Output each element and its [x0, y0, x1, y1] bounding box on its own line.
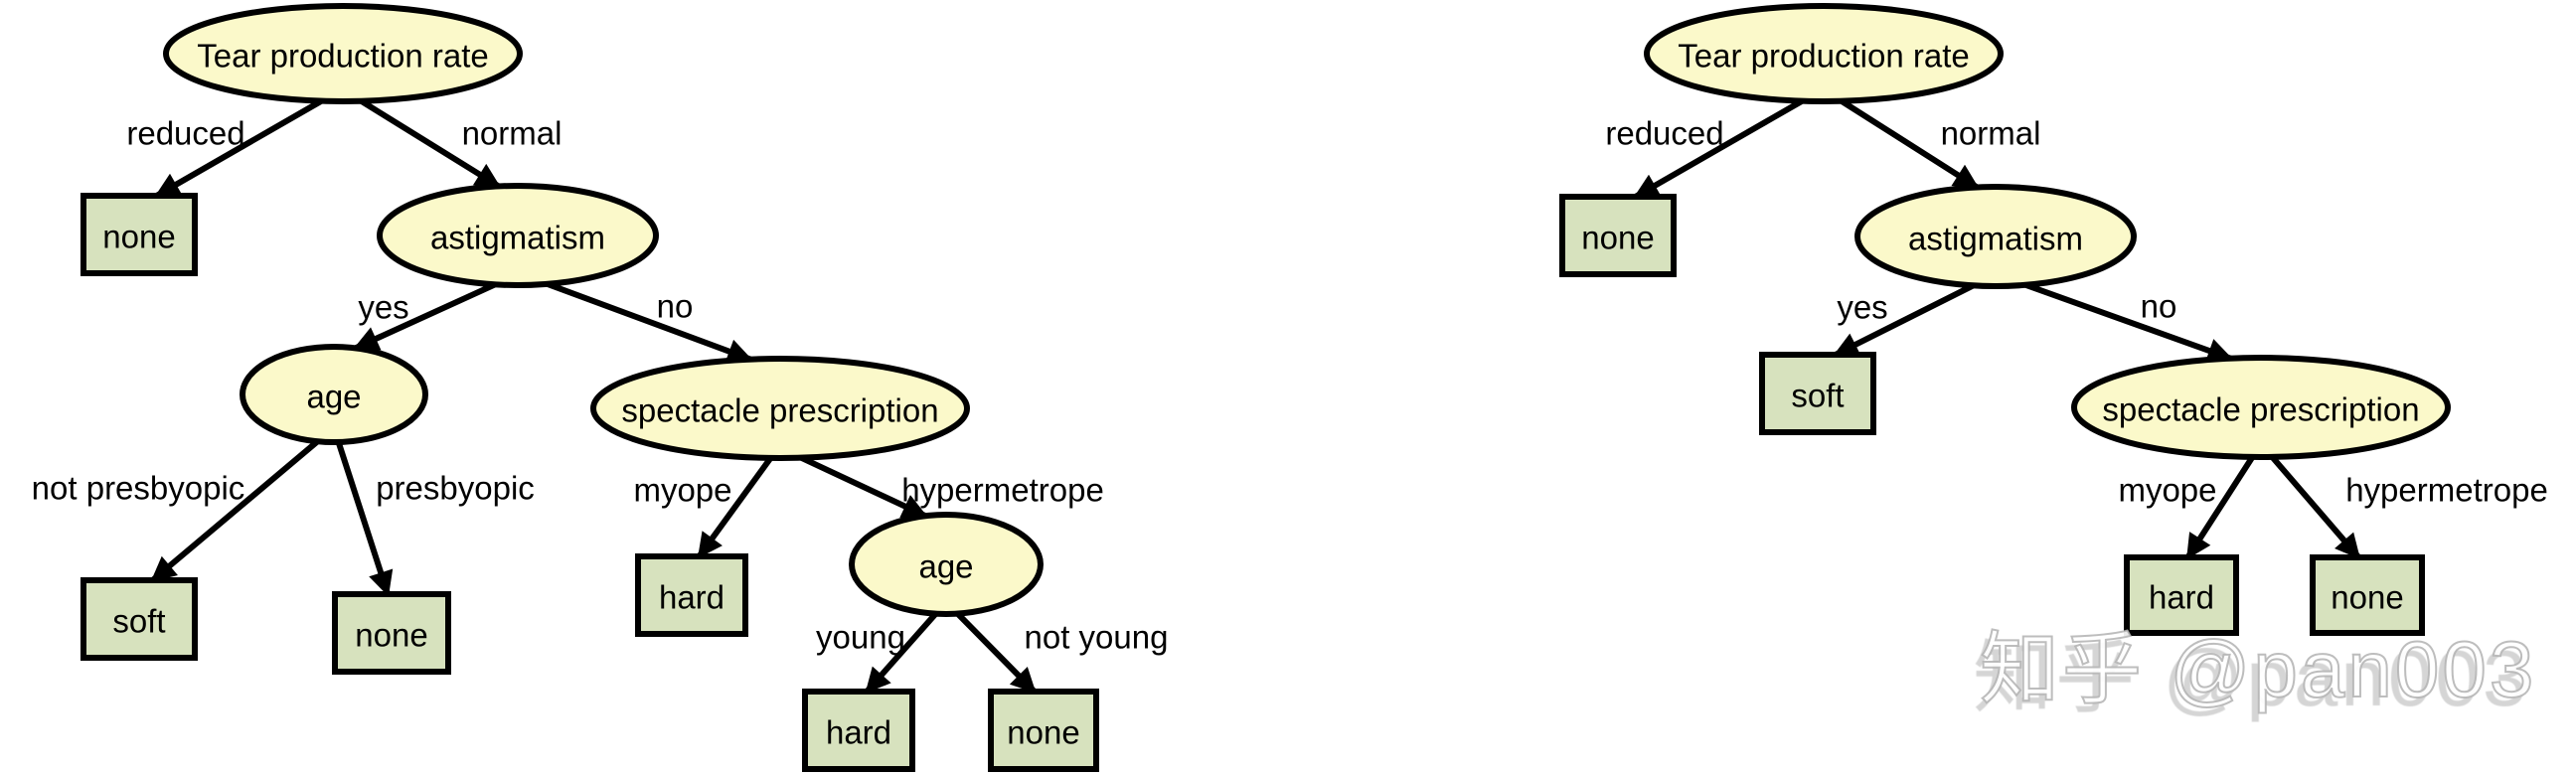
- node-label-full-tree-age2: age: [918, 548, 973, 585]
- node-pruned-tree-astigmatism: astigmatism: [1854, 184, 2137, 289]
- node-label-pruned-tree-none1: none: [1581, 220, 1654, 256]
- node-full-tree-spectacle: spectacle prescription: [590, 356, 970, 461]
- node-label-full-tree-astigmatism: astigmatism: [430, 220, 605, 256]
- tree-full-tree: Tear production rate none astigmatism age sp…: [32, 3, 1169, 772]
- edge-label-full-tree-age2-none3: not young: [1025, 619, 1169, 656]
- edge-label-pruned-tree-astigmatism-soft1: yes: [1837, 289, 1887, 326]
- node-label-pruned-tree-soft1: soft: [1791, 378, 1844, 414]
- node-full-tree-root: Tear production rate: [163, 3, 523, 104]
- node-pruned-tree-none1: none: [1559, 194, 1677, 277]
- node-label-full-tree-none1: none: [102, 219, 175, 255]
- edge-label-full-tree-age1-none2: presbyopic: [376, 470, 535, 507]
- leaf-node-shape: [80, 577, 198, 661]
- edge-full-tree-spectacle-hard1: [696, 456, 773, 559]
- edge-label-pruned-tree-root-none1: reduced: [1605, 115, 1723, 152]
- edge-pruned-tree-root-none1: [1633, 97, 1804, 200]
- decision-node-shape: [240, 344, 428, 445]
- node-label-full-tree-root: Tear production rate: [197, 38, 489, 75]
- node-pruned-tree-root: Tear production rate: [1644, 3, 2004, 104]
- edge-full-tree-age2-none3: [955, 611, 1037, 695]
- node-full-tree-soft1: soft: [80, 577, 198, 661]
- edge-full-tree-spectacle-age2: [799, 454, 928, 519]
- edge-full-tree-age1-none2: [335, 440, 394, 597]
- edge-label-full-tree-root-none1: reduced: [126, 115, 244, 152]
- node-pruned-tree-spectacle: spectacle prescription: [2071, 355, 2451, 460]
- decision-node-shape: [1644, 3, 2004, 104]
- node-label-full-tree-age1: age: [306, 379, 361, 415]
- edge-pruned-tree-astigmatism-spectacle: [2024, 281, 2233, 363]
- tree-pruned-tree: Tear production rate none astigmatism soft s…: [1559, 3, 2548, 636]
- edge-pruned-tree-spectacle-hard1: [2184, 455, 2256, 560]
- edge-pruned-tree-spectacle-none2: [2270, 454, 2361, 559]
- node-label-full-tree-spectacle: spectacle prescription: [621, 392, 938, 429]
- node-full-tree-age2: age: [849, 512, 1044, 617]
- decision-node-shape: [590, 356, 970, 461]
- node-label-pruned-tree-root: Tear production rate: [1678, 38, 1970, 75]
- node-label-full-tree-none2: none: [355, 617, 427, 654]
- node-full-tree-hard1: hard: [635, 553, 748, 637]
- node-full-tree-age1: age: [240, 344, 428, 445]
- node-label-full-tree-hard2: hard: [826, 714, 891, 751]
- node-label-pruned-tree-none2: none: [2331, 579, 2403, 616]
- decision-node-shape: [2071, 355, 2451, 460]
- leaf-node-shape: [332, 591, 451, 675]
- decision-node-shape: [849, 512, 1044, 617]
- edge-label-full-tree-age1-soft1: not presbyopic: [32, 470, 245, 507]
- node-label-pruned-tree-astigmatism: astigmatism: [1908, 221, 2083, 257]
- node-label-pruned-tree-spectacle: spectacle prescription: [2102, 391, 2419, 428]
- node-full-tree-none3: none: [988, 689, 1099, 772]
- edge-full-tree-astigmatism-age1: [353, 281, 497, 352]
- edge-full-tree-root-astigmatism: [359, 98, 502, 190]
- decision-node-shape: [163, 3, 523, 104]
- edge-label-pruned-tree-root-astigmatism: normal: [1941, 115, 2041, 152]
- edge-full-tree-age2-hard2: [864, 611, 938, 694]
- node-pruned-tree-hard1: hard: [2124, 554, 2239, 636]
- node-pruned-tree-none2: none: [2310, 554, 2425, 636]
- leaf-node-shape: [1759, 352, 1876, 435]
- edge-label-pruned-tree-spectacle-none2: hypermetrope: [2345, 472, 2548, 509]
- edge-full-tree-astigmatism-spectacle: [546, 280, 753, 364]
- edge-label-pruned-tree-astigmatism-spectacle: no: [2141, 288, 2177, 325]
- node-full-tree-none1: none: [80, 193, 198, 276]
- edge-full-tree-age1-soft1: [150, 438, 320, 583]
- node-full-tree-none2: none: [332, 591, 451, 675]
- node-full-tree-hard2: hard: [802, 689, 915, 772]
- edge-label-full-tree-spectacle-age2: hypermetrope: [901, 472, 1104, 509]
- node-label-full-tree-none3: none: [1007, 714, 1079, 751]
- leaf-node-shape: [2124, 554, 2239, 636]
- node-label-full-tree-hard1: hard: [659, 579, 724, 616]
- leaf-node-shape: [2310, 554, 2425, 636]
- edge-full-tree-root-none1: [154, 97, 323, 199]
- edge-label-full-tree-root-astigmatism: normal: [462, 115, 563, 152]
- node-pruned-tree-soft1: soft: [1759, 352, 1876, 435]
- edge-label-full-tree-astigmatism-spectacle: no: [657, 288, 694, 325]
- leaf-node-shape: [1559, 194, 1677, 277]
- edge-label-full-tree-astigmatism-age1: yes: [358, 289, 408, 326]
- leaf-node-shape: [802, 689, 915, 772]
- edge-pruned-tree-root-astigmatism: [1840, 98, 1980, 191]
- edge-label-full-tree-age2-hard2: young: [816, 619, 905, 656]
- leaf-node-shape: [635, 553, 748, 637]
- edge-pruned-tree-astigmatism-soft1: [1833, 282, 1975, 358]
- decision-node-shape: [377, 183, 659, 288]
- leaf-node-shape: [80, 193, 198, 276]
- node-label-pruned-tree-hard1: hard: [2149, 579, 2214, 616]
- decision-node-shape: [1854, 184, 2137, 289]
- node-label-full-tree-soft1: soft: [112, 603, 165, 640]
- node-full-tree-astigmatism: astigmatism: [377, 183, 659, 288]
- leaf-node-shape: [988, 689, 1099, 772]
- edge-label-full-tree-spectacle-hard1: myope: [633, 472, 731, 509]
- edge-label-pruned-tree-spectacle-hard1: myope: [2118, 472, 2216, 509]
